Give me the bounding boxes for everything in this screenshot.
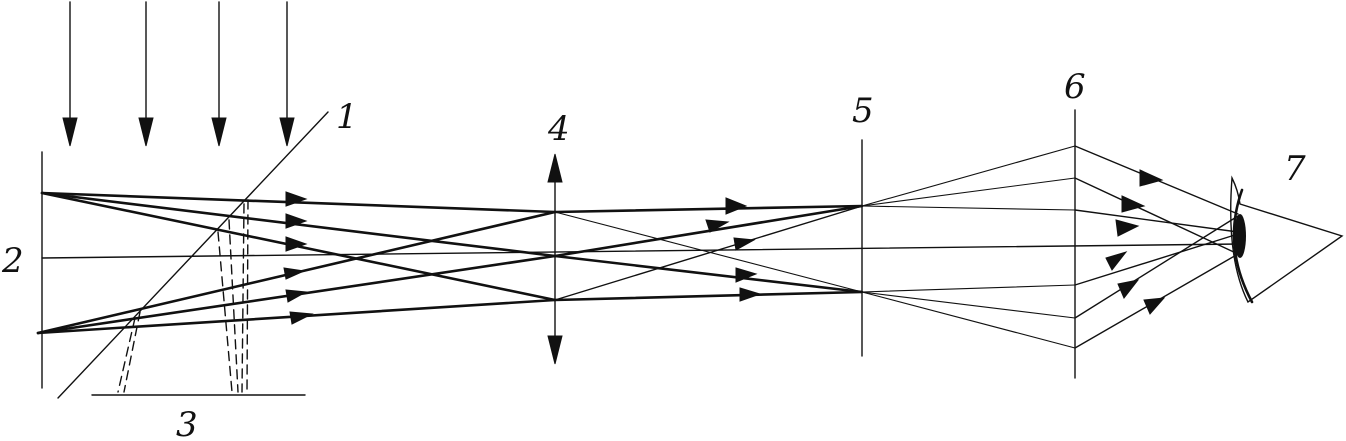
ray-direction-arrows [283,169,1166,325]
label-object: 2 [1,241,24,281]
rays-to-eye [1074,145,1239,349]
label-image-plane: 5 [852,91,874,131]
objective-lens [547,153,563,365]
label-eyepiece: 6 [1064,67,1086,107]
incident-light-arrows [62,1,295,147]
rays-from-object-top [40,191,864,302]
rays-to-eyepiece [861,145,1076,349]
label-lens: 4 [547,109,570,149]
label-bottom-plate: 3 [176,405,198,441]
beam-splitter-mirror [57,111,329,399]
reflected-dashed-rays [117,199,249,393]
label-mirror: 1 [336,97,358,137]
diagram-labels: 1 2 3 4 5 6 7 [1,67,1306,441]
eye [1230,175,1344,304]
label-eye: 7 [1284,149,1306,189]
optical-axis [41,243,1241,259]
